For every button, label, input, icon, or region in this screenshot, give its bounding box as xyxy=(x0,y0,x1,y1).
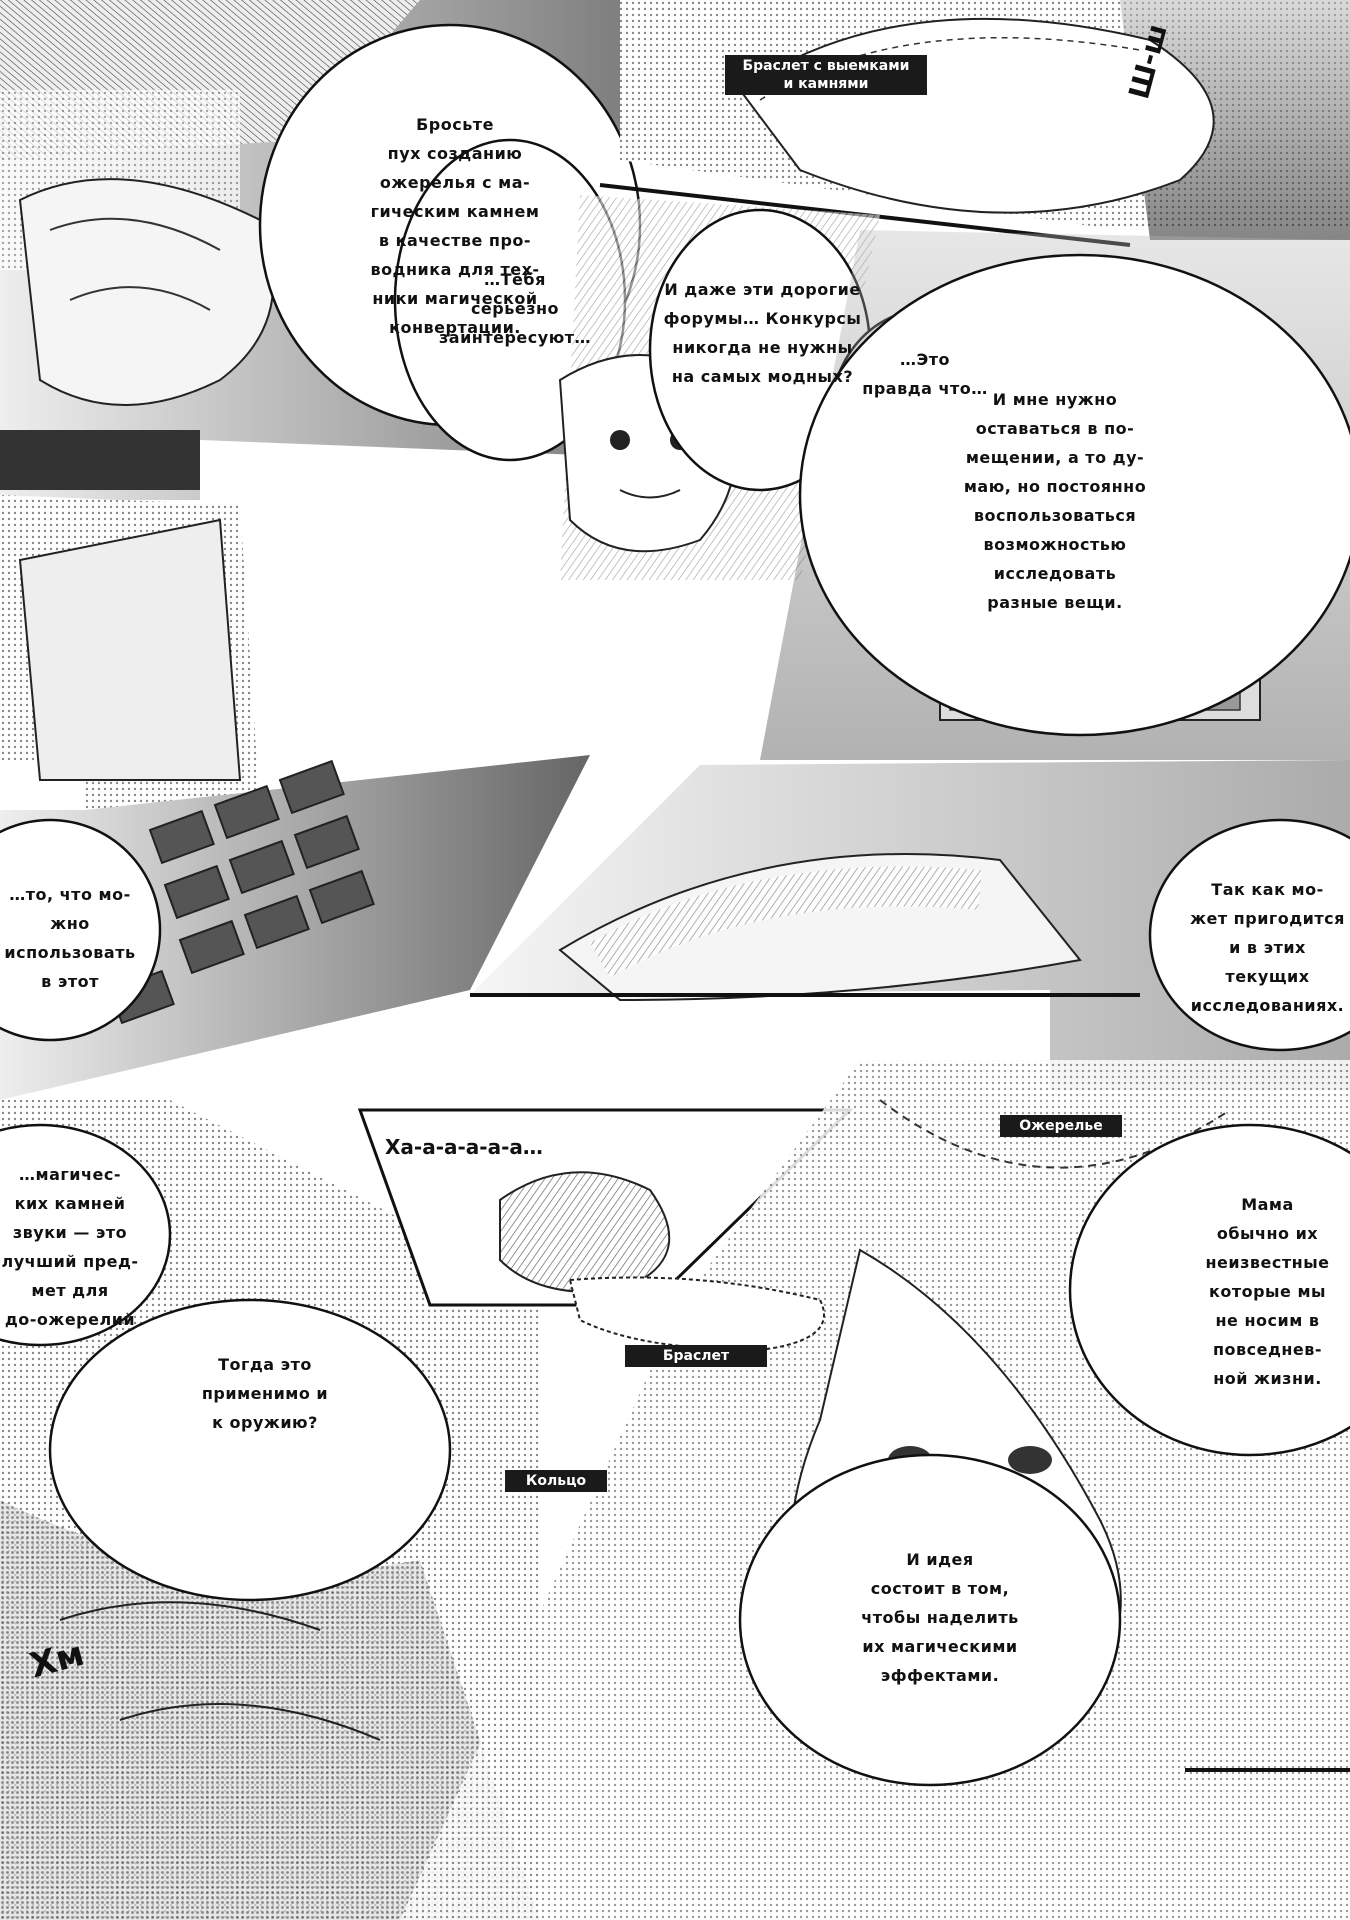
speech-bubble-8 xyxy=(0,1123,172,1347)
speech-bubble-11 xyxy=(738,1453,1122,1787)
panel-sigh xyxy=(357,1108,854,1307)
panel-top-right xyxy=(599,0,1350,247)
speech-bubble-6 xyxy=(0,818,162,1042)
dialogue-1: Бросьте пух созданию ожерелья с ма- гиче… xyxy=(370,115,540,337)
dialogue-2: …Тебя серьёзно заинтересуют… xyxy=(438,270,592,347)
dialogue-7: Так как мо- жет пригодится и в этих теку… xyxy=(1190,880,1345,1015)
label-bracelet-stones: Браслет с выемками и камнями xyxy=(725,55,927,95)
dialogue-8: …магичес- ких камней звуки — это лучший … xyxy=(1,1165,139,1329)
speech-bubble-5 xyxy=(798,253,1350,737)
panel-left-middle xyxy=(0,495,590,1100)
sfx-sigh: Ха-а-а-а-а-а… xyxy=(385,1135,543,1159)
dialogue-5: И мне нужно оставаться в по- мещении, а … xyxy=(963,390,1147,612)
label-ring: Кольцо xyxy=(505,1470,607,1492)
label-bracelet: Браслет xyxy=(625,1345,767,1367)
dialogue-4: …Это правда что… xyxy=(862,350,988,398)
speech-bubble-9 xyxy=(1068,1123,1350,1457)
label-necklace: Ожерелье xyxy=(1000,1115,1122,1137)
dialogue-9: Мама обычно их неизвестные которые мы не… xyxy=(1205,1195,1330,1388)
dialogue-11: И идея состоит в том, чтобы наделить их … xyxy=(861,1550,1019,1685)
panel-books xyxy=(470,760,1350,1090)
dialogue-3: И даже эти дорогие форумы… Конкурсы нико… xyxy=(663,280,862,386)
speech-bubble-10 xyxy=(48,1298,452,1602)
speech-bubble-7 xyxy=(1148,818,1350,1052)
dialogue-10: Тогда это применимо и к оружию? xyxy=(201,1355,329,1432)
dialogue-6: …то, что мо- жно использовать в этот xyxy=(4,885,136,991)
